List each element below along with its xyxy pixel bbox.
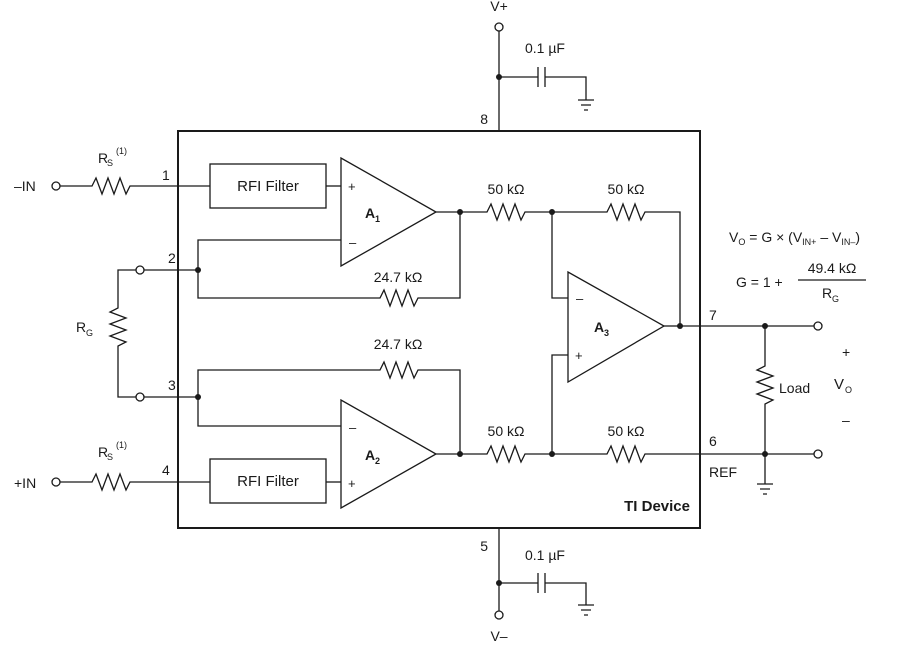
rfi-filter-bottom [209,458,327,504]
r247-top-label: 24.7 kΩ [374,269,423,285]
plus-in-label: +IN [14,475,36,491]
r50-bottom-right-label: 50 kΩ [608,423,645,439]
vo-equation: VO = G × (VIN+ – VIN–) [729,229,860,247]
cap-bottom-label: 0.1 µF [525,547,565,563]
a3-noninv-input-wire [551,354,568,454]
r247-bottom-label: 24.7 kΩ [374,336,423,352]
pin-5-label: 5 [480,538,488,554]
amp-a3-triangle [567,270,666,384]
a1-plus-sign: + [348,179,356,194]
cap-top-label: 0.1 µF [525,40,565,56]
rfi-filter-bottom-label: RFI Filter [237,473,299,490]
rs-bottom-main: R [98,444,108,460]
plus-in-terminal [51,477,61,487]
cap-top-symbol [499,67,587,100]
pin-1-label: 1 [162,167,170,183]
rs-top-resistor [60,176,210,196]
vo-eq-minus: – V [816,229,842,245]
pin-3-terminal [135,392,145,402]
vo-plus-sign: + [842,344,850,360]
a1-minus-sign: – [349,235,357,250]
pin-7-label: 7 [709,307,717,323]
ref-label: REF [709,464,737,480]
r50-bottom-left-resistor [460,444,552,464]
r50-top-left-label: 50 kΩ [488,181,525,197]
amp-a2-triangle [340,398,438,510]
rg-label-main: R [76,319,86,335]
gain-eq-lhs: G = 1 + [736,274,783,290]
r50-bottom-right-resistor [552,444,765,464]
r50-top-right-label: 50 kΩ [608,181,645,197]
vo-eq-vin-plus-sub: IN+ [802,237,816,247]
ground-top-icon [578,99,594,111]
ref-ground-icon [757,454,773,495]
a1-label-sub: 1 [375,214,380,224]
vo-minus-sign: – [842,412,850,428]
r50-top-left-resistor [460,202,552,222]
a2-feedback-resistor [197,360,461,454]
load-resistor [755,326,775,454]
minus-in-label: –IN [14,178,36,194]
vo-eq-close: ) [855,229,860,245]
gain-eq-den-main: R [822,285,832,301]
rs-top-sub: S [107,158,113,168]
a2-label-sub: 2 [375,456,380,466]
device-label: TI Device [624,498,690,515]
vplus-terminal [494,22,504,32]
ground-bottom-icon [578,604,594,616]
rs-top-note: (1) [116,146,127,156]
a3-minus-sign: – [576,291,584,306]
vo-label-sub: O [845,385,852,395]
a3-inv-input-wire [551,212,568,299]
rs-top-main: R [98,150,108,166]
vo-eq-lhs-sub: O [738,237,745,247]
device-boundary [177,130,701,529]
a3-label-sub: 3 [604,328,609,338]
pin-2-label: 2 [168,250,176,266]
gain-eq-numerator: 49.4 kΩ [808,260,857,276]
pin-8-label: 8 [480,111,488,127]
rfi-filter-top-label: RFI Filter [237,178,299,195]
rs-bottom-sub: S [107,452,113,462]
pin-6-label: 6 [709,433,717,449]
vo-label-main: V [834,376,844,393]
pin-2-terminal [135,265,145,275]
a2-plus-sign: + [348,476,356,491]
rs-bottom-resistor [60,472,210,492]
rg-label-sub: G [86,328,93,338]
gain-eq-den-sub: G [832,294,839,304]
vo-eq-mid: = G × (V [745,229,802,245]
a2-label-main: A [365,447,375,463]
a3-label-main: A [594,319,604,335]
vplus-label: V+ [490,0,508,14]
output-plus-terminal [813,321,823,331]
minus-in-terminal [51,181,61,191]
output-minus-terminal [813,449,823,459]
r50-top-right-resistor [552,202,681,326]
amp-a1-triangle [340,156,438,268]
vo-eq-lhs: V [729,229,739,245]
pin-3-label: 3 [168,377,176,393]
pin-2-junction [195,267,201,273]
a1-label-main: A [365,205,375,221]
rs-bottom-note: (1) [116,440,127,450]
vminus-label: V– [490,628,507,644]
a1-feedback-resistor [197,212,461,308]
cap-bottom-symbol [499,573,587,605]
a2-minus-sign: – [349,420,357,435]
a3-plus-sign: + [575,348,583,363]
vminus-terminal [494,610,504,620]
pin-4-label: 4 [162,462,170,478]
vo-eq-vin-minus-sub: IN– [841,237,855,247]
r50-bottom-left-label: 50 kΩ [488,423,525,439]
load-label: Load [779,380,810,396]
rg-resistor [108,269,136,398]
